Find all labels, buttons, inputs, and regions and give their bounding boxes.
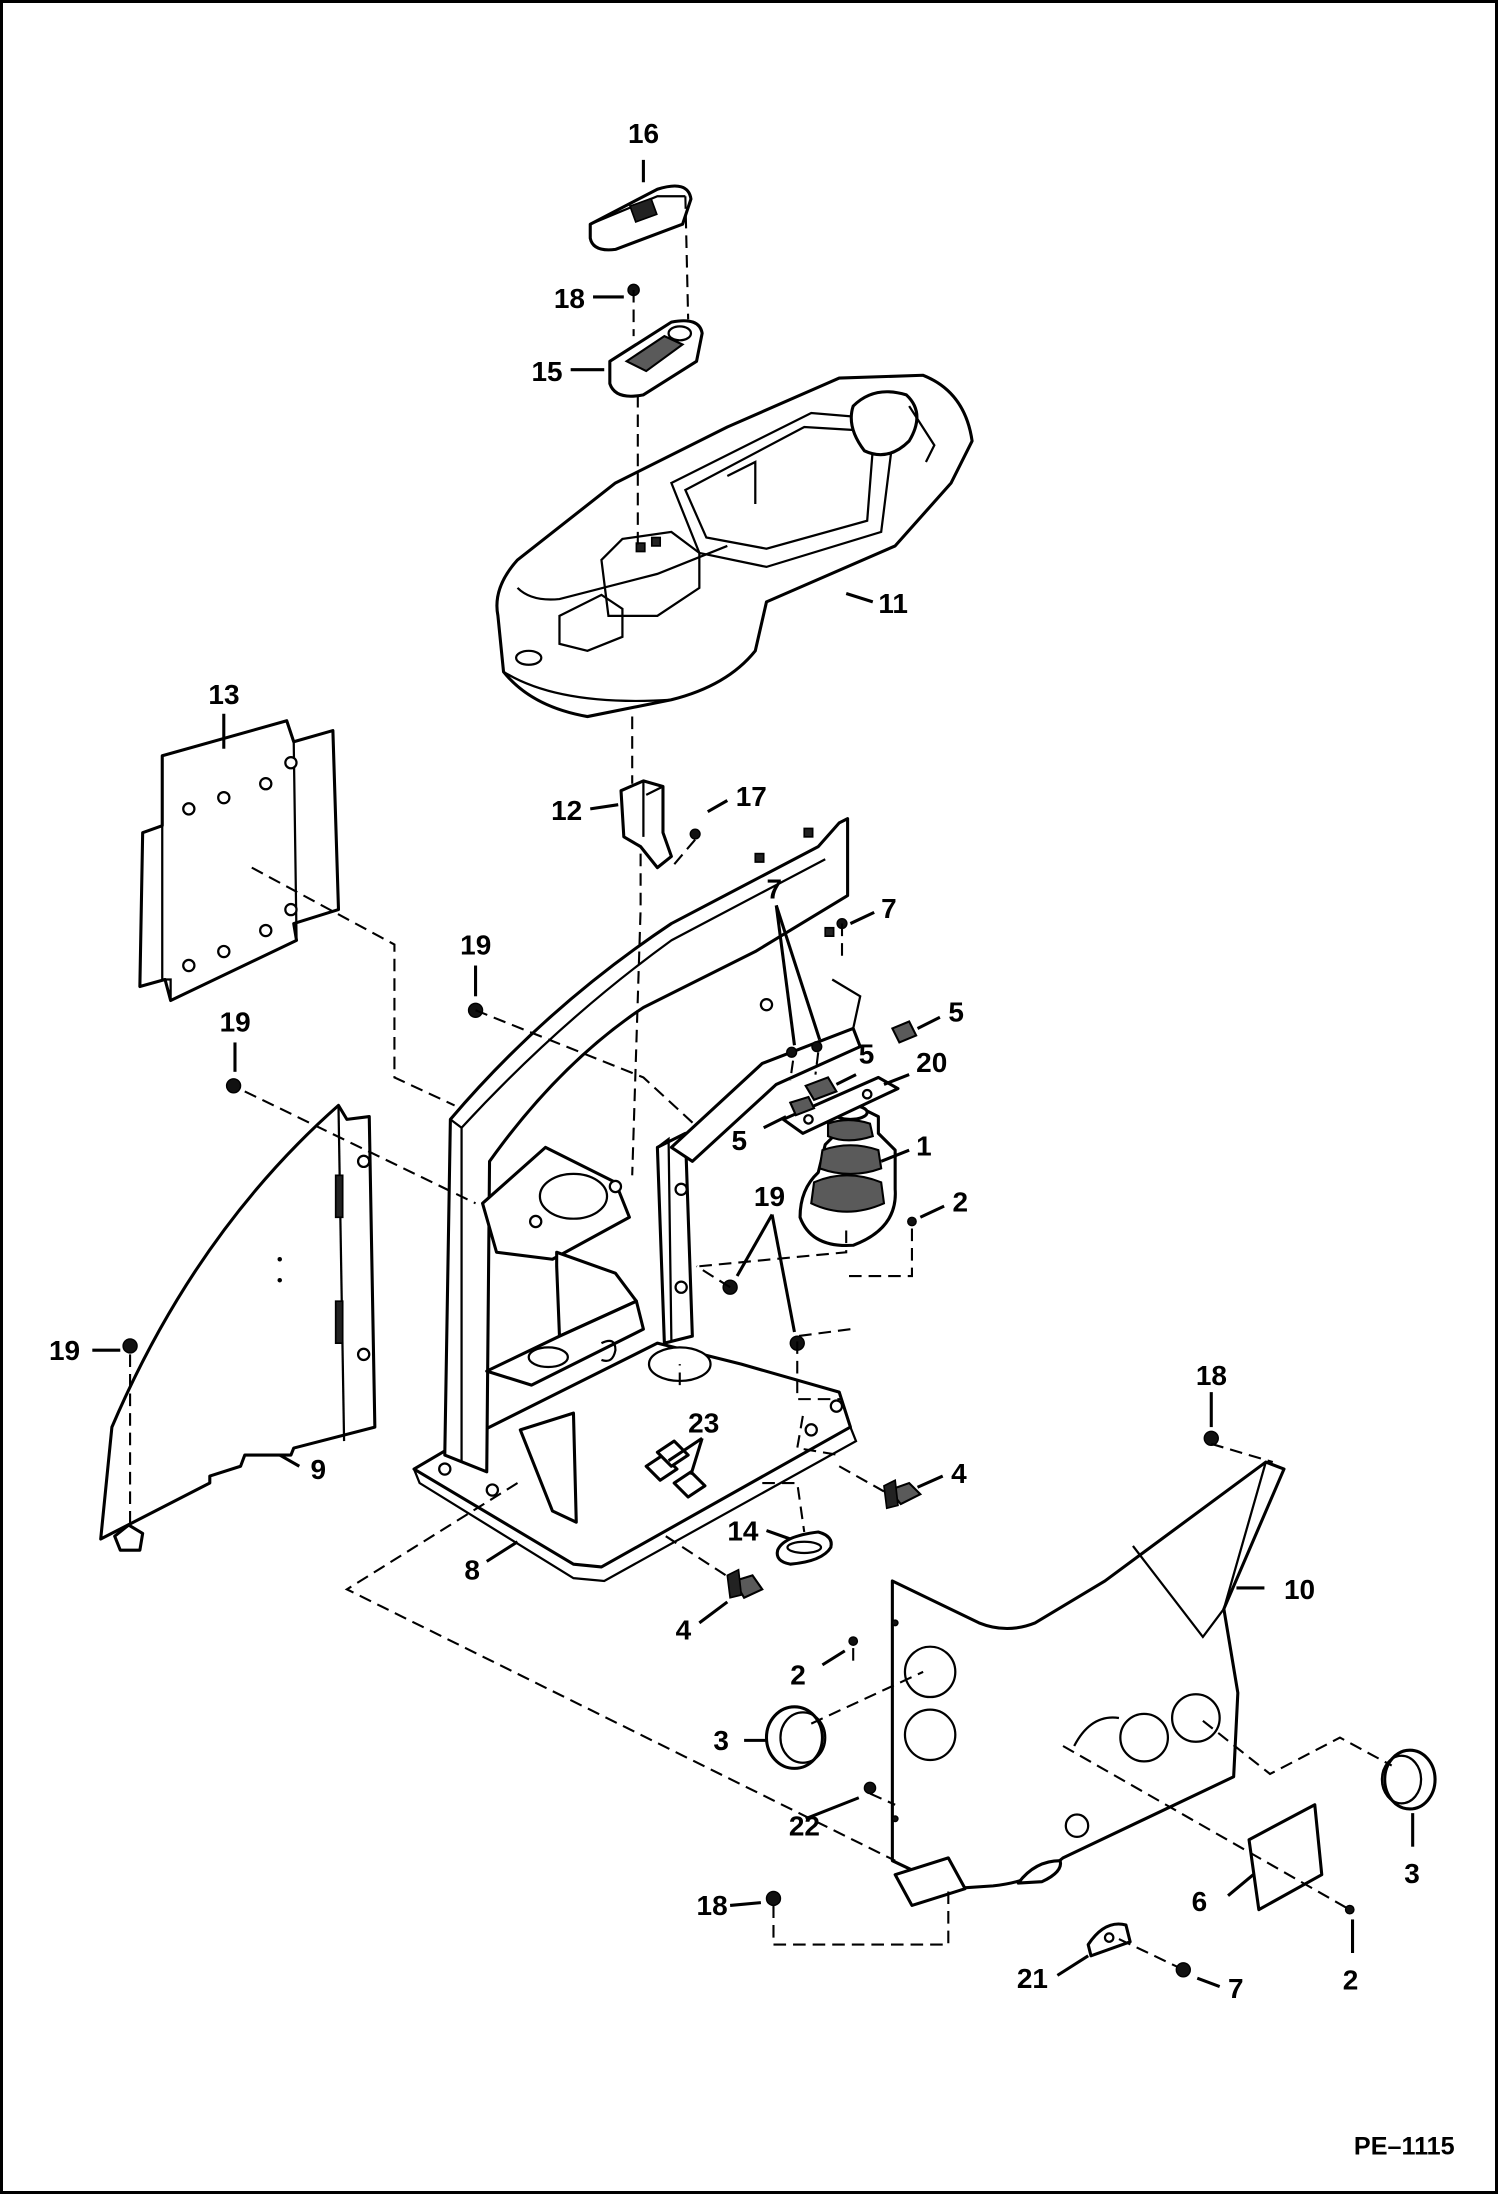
- callout-7: 7: [881, 893, 897, 924]
- part-5-clip-c: [788, 1095, 816, 1117]
- callout-18: 18: [554, 283, 585, 314]
- callout-4: 4: [951, 1458, 967, 1489]
- part-4-clip-upper: [883, 1478, 923, 1510]
- callout-5: 5: [948, 996, 964, 1027]
- callout-12: 12: [551, 795, 582, 826]
- part-5-clip-a: [890, 1020, 918, 1044]
- part-14-grommet: [775, 1530, 833, 1566]
- part-8-main-frame: [412, 817, 862, 1583]
- part-4-clip-lower: [726, 1568, 764, 1600]
- callout-13: 13: [208, 679, 239, 710]
- callout-labels: 16 18 15 11 13 12 17 7 7 19 19 5 5 20 5 …: [49, 118, 1420, 2004]
- callout-7: 7: [1228, 1973, 1244, 2004]
- callout-19: 19: [460, 929, 491, 960]
- callout-11: 11: [878, 588, 908, 619]
- part-21-clip: [1086, 1922, 1132, 1958]
- callout-18: 18: [1196, 1360, 1227, 1391]
- part-3-plug-left: [764, 1705, 827, 1770]
- leader-lines: [92, 159, 1415, 1989]
- callout-19: 19: [49, 1335, 80, 1366]
- figure-code: PE–1115: [1354, 2132, 1455, 2160]
- part-15-switch-base: [608, 319, 704, 398]
- callout-22: 22: [789, 1811, 820, 1842]
- callout-3: 3: [713, 1725, 729, 1756]
- callout-7: 7: [766, 873, 782, 904]
- callout-4: 4: [676, 1615, 692, 1646]
- part-3-plug-right: [1380, 1748, 1437, 1811]
- part-10-right-cover: [890, 1460, 1286, 1907]
- callout-10: 10: [1284, 1574, 1315, 1605]
- callout-5: 5: [859, 1038, 875, 1069]
- callout-16: 16: [628, 118, 659, 149]
- callout-2: 2: [953, 1187, 969, 1218]
- callout-19: 19: [220, 1006, 251, 1037]
- callout-19: 19: [754, 1181, 785, 1212]
- part-5-clip-b: [804, 1076, 838, 1102]
- callout-15: 15: [532, 356, 563, 387]
- callout-14: 14: [727, 1515, 759, 1546]
- part-9-side-panel: [99, 1103, 377, 1552]
- callout-20: 20: [916, 1047, 947, 1078]
- callout-5: 5: [732, 1125, 748, 1156]
- callout-21: 21: [1017, 1963, 1048, 1994]
- part-11-console-cover: [495, 373, 974, 719]
- assembly-lines: [129, 196, 1393, 1968]
- part-13-panel: [138, 719, 341, 1003]
- part-20-plate: [781, 1075, 900, 1135]
- callout-18: 18: [697, 1890, 728, 1921]
- part-16-cap: [588, 184, 693, 252]
- callout-1: 1: [916, 1131, 932, 1162]
- callout-2: 2: [790, 1659, 806, 1690]
- callout-3: 3: [1404, 1858, 1420, 1889]
- callout-9: 9: [311, 1454, 327, 1485]
- callout-2: 2: [1343, 1964, 1359, 1995]
- callout-23: 23: [688, 1408, 719, 1439]
- callout-8: 8: [464, 1555, 480, 1586]
- part-12-bracket: [619, 779, 673, 870]
- callout-6: 6: [1192, 1886, 1208, 1917]
- callout-17: 17: [736, 781, 767, 812]
